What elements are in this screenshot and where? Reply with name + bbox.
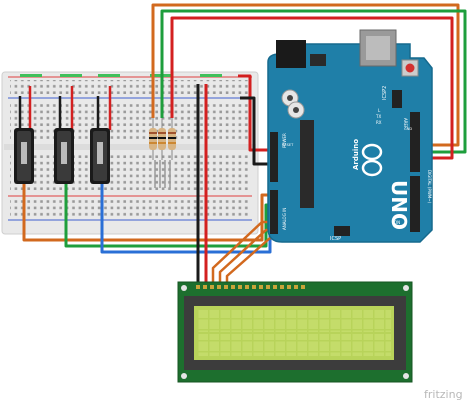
usb-port-inner bbox=[366, 36, 390, 60]
digital-header-low bbox=[410, 176, 420, 232]
model-label: UNO bbox=[387, 180, 411, 230]
tx-label: TX bbox=[375, 114, 381, 119]
terminal-holes-bottom bbox=[10, 154, 250, 190]
center-channel bbox=[4, 144, 256, 150]
breadboard bbox=[1, 71, 259, 235]
lcd-row-1 bbox=[197, 310, 391, 332]
capacitor-2-top bbox=[293, 107, 299, 113]
potentiometer-3[interactable] bbox=[90, 128, 110, 184]
gnd-label: GND bbox=[404, 127, 412, 131]
potentiometers bbox=[14, 128, 110, 184]
bottom-rail-holes bbox=[10, 200, 250, 216]
voltage-regulator bbox=[310, 54, 326, 66]
wire-green-rgb bbox=[160, 9, 467, 154]
lcd-pins bbox=[196, 285, 305, 289]
power-header bbox=[270, 132, 278, 182]
wire-red-rgb bbox=[170, 16, 454, 160]
icsp2-header bbox=[392, 90, 402, 108]
resistor-1 bbox=[149, 118, 157, 160]
analog-header bbox=[270, 190, 278, 234]
power-header-label: POWER bbox=[282, 133, 287, 148]
wire-gnd bbox=[240, 96, 268, 166]
reset-pin-label: RESET bbox=[282, 143, 294, 147]
potentiometer-2[interactable] bbox=[54, 128, 74, 184]
on-label: ON bbox=[394, 220, 400, 225]
wire-orange-rgb bbox=[151, 3, 460, 147]
fritzing-watermark: fritzing bbox=[424, 388, 463, 401]
l-label: L bbox=[378, 108, 381, 113]
reset-button-cap[interactable] bbox=[405, 63, 415, 73]
wire-5v bbox=[238, 74, 268, 152]
resistor-3 bbox=[168, 118, 176, 160]
rx-label: RX bbox=[376, 120, 382, 125]
resistor-2 bbox=[158, 118, 166, 160]
digital-header-high bbox=[410, 112, 420, 172]
top-rail-holes bbox=[10, 80, 250, 94]
rgb-led-assembly bbox=[149, 118, 176, 188]
mount-hole bbox=[181, 373, 187, 379]
atmega-chip bbox=[300, 120, 314, 208]
icsp-label: ICSP bbox=[330, 236, 341, 242]
wires bbox=[18, 3, 467, 283]
potentiometer-1[interactable] bbox=[14, 128, 34, 184]
arduino-uno-board: ICSP2 ICSP Arduino UNO POWER ANALOG IN A… bbox=[267, 29, 433, 243]
mount-hole bbox=[181, 285, 187, 291]
icsp2-label: ICSP2 bbox=[382, 86, 388, 100]
mount-hole bbox=[403, 373, 409, 379]
aref-label: AREF bbox=[403, 118, 408, 129]
capacitor-1-top bbox=[287, 95, 293, 101]
power-jack bbox=[276, 40, 306, 68]
digital-header-label: DIGITAL (PWM~) bbox=[427, 170, 432, 204]
brand-label: Arduino bbox=[352, 139, 360, 170]
terminal-holes-top bbox=[10, 104, 250, 140]
lcd-module bbox=[177, 281, 413, 383]
arduino-logo bbox=[361, 143, 383, 177]
lcd-row-2 bbox=[197, 334, 391, 356]
mount-hole bbox=[403, 285, 409, 291]
analog-header-label: ANALOG IN bbox=[282, 208, 287, 230]
rgb-led bbox=[154, 160, 171, 188]
icsp-header bbox=[334, 226, 350, 236]
wire-pot1-a0 bbox=[22, 180, 275, 242]
